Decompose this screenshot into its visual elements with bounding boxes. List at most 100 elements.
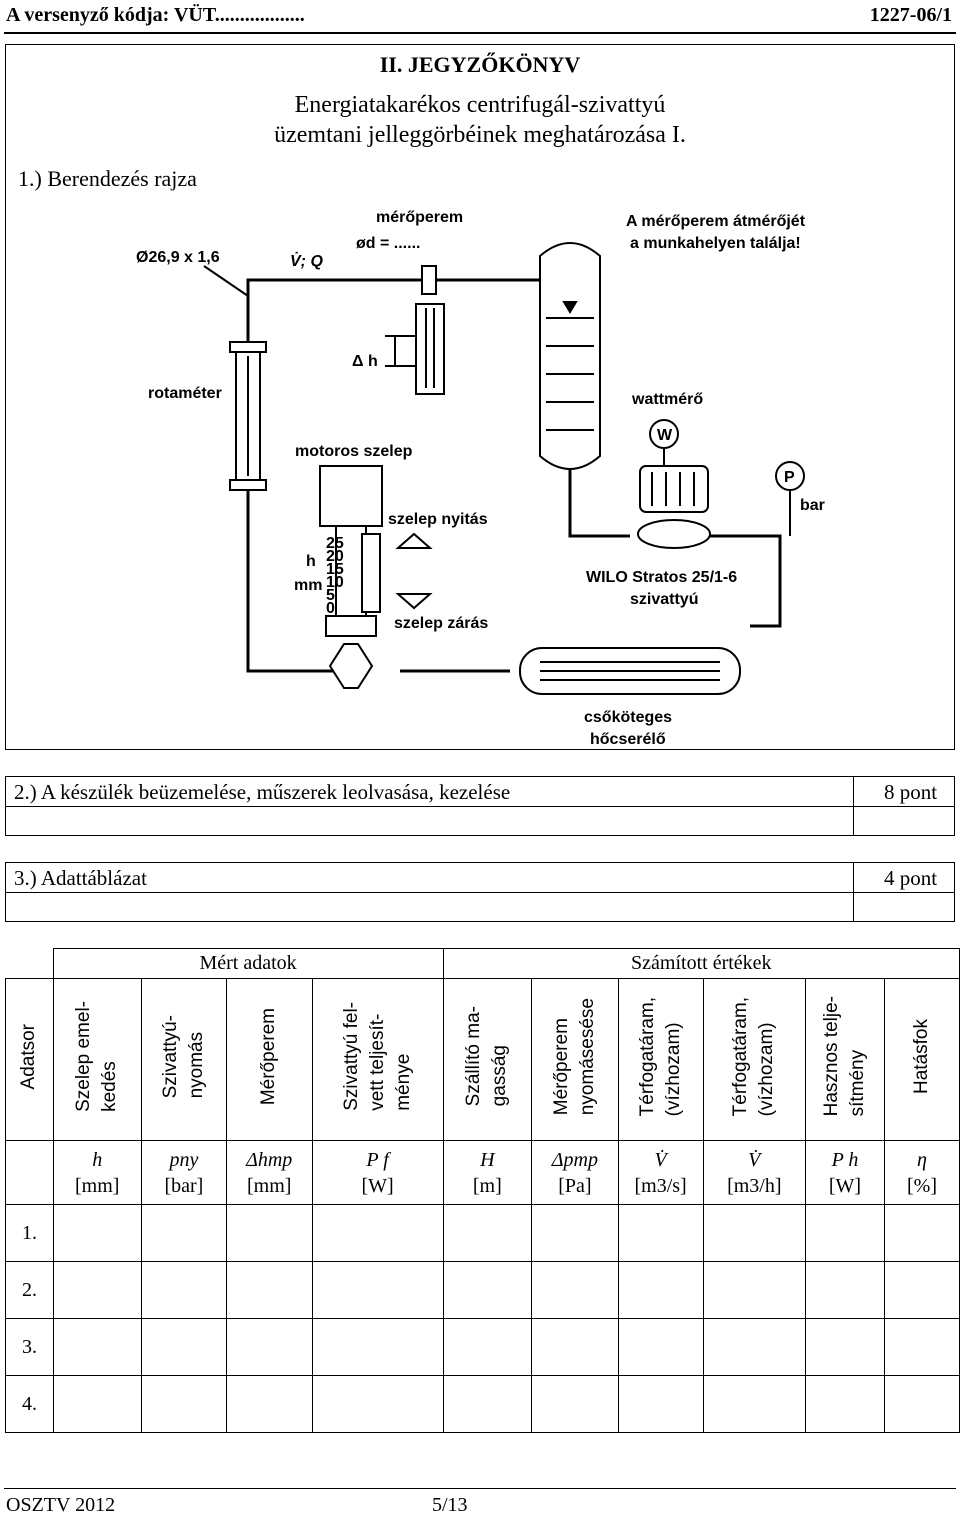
heat-exchanger-shape [519, 647, 741, 695]
equipment-diagram: Ø26,9 x 1,6 V̇; Q mérőperem ød = ...... … [136, 209, 825, 746]
cell[interactable] [531, 1318, 619, 1376]
cell[interactable] [884, 1204, 960, 1262]
symbol: V̇ [654, 1148, 667, 1171]
label-p: P [784, 469, 795, 486]
cell[interactable] [442, 1204, 533, 1262]
scale-value: 25 [326, 535, 344, 552]
column-header: Szelep emel- kedés [52, 978, 142, 1141]
column-header: Szivattyú fel- vett teljesít- ménye [311, 978, 444, 1141]
cell[interactable] [442, 1261, 533, 1319]
symbol-cell: pny[bar] [140, 1140, 227, 1205]
group-calculated: Számított értékek [442, 948, 960, 979]
label-pipe-size: Ø26,9 x 1,6 [136, 249, 220, 266]
symbol: Δpmp [551, 1148, 598, 1171]
cell[interactable] [225, 1375, 313, 1433]
section-1-title: 1.) Berendezés rajza [18, 166, 197, 191]
cell[interactable] [805, 1204, 885, 1262]
group-measured: Mért adatok [52, 948, 444, 979]
cell[interactable] [805, 1318, 885, 1376]
label-h: h [306, 553, 316, 570]
symbol-row: h[mm]pny[bar]Δhmp[mm]P f[W]H[m]Δpmp[Pa]V… [5, 1140, 960, 1205]
valve-open-triangle [395, 532, 433, 549]
cell[interactable] [52, 1375, 142, 1433]
cell[interactable] [311, 1375, 444, 1433]
cell[interactable] [702, 1261, 807, 1319]
section-3-box: 3.) Adattáblázat 4 pont [5, 862, 955, 922]
rotameter-shape [229, 341, 267, 491]
cell[interactable] [702, 1318, 807, 1376]
cell[interactable] [884, 1318, 960, 1376]
label-meroperem: mérőperem [376, 209, 463, 226]
header-doc-number: 1227-06/1 [869, 4, 952, 26]
cell[interactable] [311, 1204, 444, 1262]
label-note-line-2: a munkahelyen találja! [630, 235, 801, 252]
symbol-cell: H[m] [442, 1140, 533, 1205]
column-header-text: Mérőperem [258, 1007, 280, 1106]
cell[interactable] [805, 1261, 885, 1319]
cell[interactable] [884, 1375, 960, 1433]
label-heat-exchanger-2: hőcserélő [590, 731, 666, 746]
label-note-line-1: A mérőperem átmérőjét [626, 213, 806, 230]
cell[interactable] [225, 1261, 313, 1319]
scale-value: 15 [326, 561, 344, 578]
label-motor-valve: motoros szelep [295, 443, 413, 460]
cell[interactable] [311, 1261, 444, 1319]
section-3-points: 4 pont [884, 866, 938, 890]
symbol: Δhmp [246, 1148, 293, 1171]
cell[interactable] [52, 1261, 142, 1319]
symbol-cell: Δpmp[Pa] [531, 1140, 619, 1205]
document-title: II. JEGYZŐKÖNYV [379, 52, 581, 77]
column-header: Szivattyú- nyomás [140, 978, 227, 1141]
symbol-cell: V̇[m3/s] [617, 1140, 704, 1205]
symbol-cell: Δhmp[mm] [225, 1140, 313, 1205]
cell[interactable] [531, 1375, 619, 1433]
cell[interactable] [52, 1318, 142, 1376]
cell[interactable] [617, 1204, 704, 1262]
symbol: H [480, 1148, 495, 1171]
cell[interactable] [531, 1204, 619, 1262]
column-header: Hatásfok [884, 978, 960, 1141]
row-label: 1. [5, 1204, 54, 1262]
pipe-right [568, 466, 630, 538]
cell[interactable] [442, 1318, 533, 1376]
symbol: P h [831, 1148, 859, 1171]
cell[interactable] [702, 1375, 807, 1433]
symbol-cell: η [%] [884, 1140, 960, 1205]
column-header: Mérőperem nyomásesése [531, 978, 619, 1141]
column-header: Térfogatáram, (vízhozam) [617, 978, 704, 1141]
cell[interactable] [140, 1375, 227, 1433]
label-wattmeter: wattmérő [631, 391, 703, 408]
cell[interactable] [225, 1318, 313, 1376]
label-w: W [657, 427, 673, 444]
cell[interactable] [617, 1318, 704, 1376]
cell[interactable] [702, 1204, 807, 1262]
cell[interactable] [140, 1261, 227, 1319]
label-delta-h: Δ h [352, 353, 378, 370]
cell[interactable] [617, 1261, 704, 1319]
cell[interactable] [52, 1204, 142, 1262]
cell[interactable] [442, 1375, 533, 1433]
pump-shape [637, 465, 711, 549]
unit: [W] [361, 1174, 394, 1197]
cell[interactable] [140, 1204, 227, 1262]
unit: [%] [907, 1174, 937, 1197]
column-header: Térfogatáram, (vízhozam) [702, 978, 807, 1141]
cell[interactable] [805, 1375, 885, 1433]
document-subtitle: Energiatakarékos centrifugál-szivattyú ü… [0, 90, 960, 150]
cell[interactable] [311, 1318, 444, 1376]
label-rotameter: rotaméter [148, 385, 222, 402]
cell[interactable] [884, 1261, 960, 1319]
cell[interactable] [531, 1261, 619, 1319]
column-header-text: Hatásfok [911, 1019, 932, 1094]
footer-left: OSZTV 2012 [6, 1494, 116, 1516]
cell[interactable] [140, 1318, 227, 1376]
unit: [bar] [164, 1174, 204, 1197]
symbol-cell [5, 1140, 54, 1205]
row-label: 4. [5, 1375, 54, 1433]
cell[interactable] [225, 1204, 313, 1262]
symbol: η [917, 1148, 927, 1171]
cell[interactable] [617, 1375, 704, 1433]
